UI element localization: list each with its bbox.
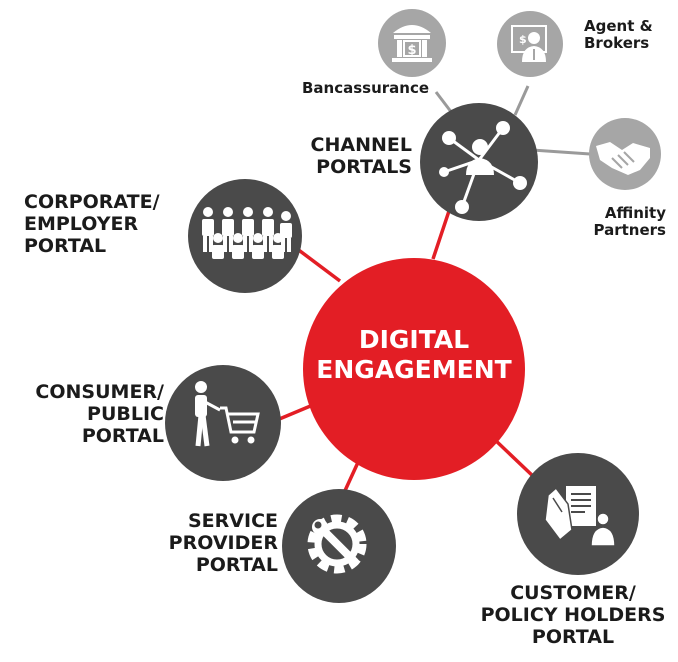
gear-wrench-icon <box>307 514 367 574</box>
corporate-portal-line3: PORTAL <box>24 235 107 258</box>
hub-label-line2: ENGAGEMENT <box>316 355 512 384</box>
service-portal-line2: PROVIDER <box>168 532 278 555</box>
customer-portal-line1: CUSTOMER/ <box>510 582 636 604</box>
consumer-portal-line3: PORTAL <box>81 425 164 448</box>
bank-umbrella-icon: $ <box>392 25 432 62</box>
consumer-node <box>165 365 281 481</box>
channel-portals-node <box>420 103 538 221</box>
hub-label: DIGITAL ENGAGEMENT <box>314 325 514 385</box>
affinity-line2: Partners <box>593 221 666 240</box>
agents-line2: Brokers <box>584 34 650 53</box>
connector-affinity <box>531 148 591 156</box>
connector-corporate <box>294 246 342 283</box>
network-person-icon <box>439 121 527 214</box>
service-portal-line1: SERVICE <box>188 510 278 532</box>
agent-certificate-icon: $ <box>511 25 547 62</box>
affinity-label: Affinity Partners <box>560 204 666 240</box>
customer-portal-label: CUSTOMER/ POLICY HOLDERS PORTAL <box>468 582 678 648</box>
shopping-cart-person-icon <box>195 381 260 447</box>
svg-text:$: $ <box>407 43 416 58</box>
corporate-portal-line2: EMPLOYER <box>24 213 139 236</box>
channel-portals-line2: PORTALS <box>316 156 412 179</box>
corporate-node <box>188 179 302 293</box>
bancassurance-node: $ <box>378 9 446 77</box>
hand-document-icon <box>544 486 616 547</box>
bancassurance-label: Bancassurance <box>302 79 452 97</box>
affinity-node <box>589 118 661 190</box>
corporate-portal-label: CORPORATE/ EMPLOYER PORTAL <box>24 191 194 257</box>
handshake-icon <box>596 142 650 175</box>
consumer-portal-line1: CONSUMER/ <box>35 381 164 403</box>
svg-text:$: $ <box>519 33 527 46</box>
consumer-portal-label: CONSUMER/ PUBLIC PORTAL <box>4 381 164 447</box>
agents-circle <box>497 11 563 77</box>
agents-line1: Agent & <box>584 17 653 35</box>
bancassurance-line1: Bancassurance <box>302 79 430 97</box>
customer-node <box>517 453 639 575</box>
connector-agents <box>513 85 530 116</box>
affinity-line1: Affinity <box>604 204 666 222</box>
agents-node: $ <box>497 11 563 77</box>
service-node <box>282 489 396 603</box>
service-portal-label: SERVICE PROVIDER PORTAL <box>130 510 278 576</box>
group-people-icon <box>202 207 292 259</box>
hub-circle <box>303 258 525 480</box>
customer-portal-line2: POLICY HOLDERS <box>480 604 666 627</box>
connector-customer <box>491 436 537 480</box>
agents-label: Agent & Brokers <box>584 17 676 53</box>
service-portal-line3: PORTAL <box>195 554 278 577</box>
consumer-portal-line2: PUBLIC <box>87 403 164 426</box>
channel-portals-line1: CHANNEL <box>310 134 412 156</box>
consumer-circle <box>165 365 281 481</box>
customer-portal-line3: PORTAL <box>531 626 615 649</box>
channel-portals-label: CHANNEL PORTALS <box>290 134 412 178</box>
hub-label-line1: DIGITAL <box>358 325 470 354</box>
corporate-portal-line1: CORPORATE/ <box>24 191 160 213</box>
